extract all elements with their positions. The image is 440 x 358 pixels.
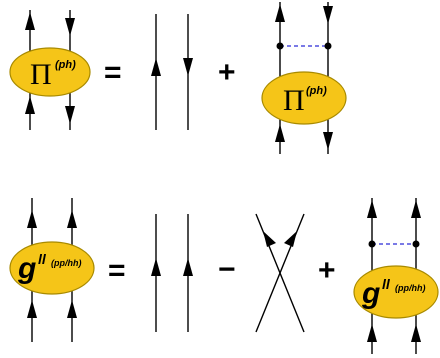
row1-lhs-blob — [9, 47, 91, 97]
row1-bare-down-arrow — [183, 58, 193, 76]
row1-lhs-pi-symbol: Π — [30, 58, 52, 91]
row1-rhs-left-top-arrow — [275, 4, 285, 22]
row1-rhs-pi-symbol: Π — [283, 84, 305, 117]
row1-lhs-pi-vertex: Π (ph) — [9, 10, 91, 130]
row1-rhs-left-bottom-arrow — [275, 124, 285, 142]
row2-exchange-arrow-b — [263, 231, 276, 247]
row1-rhs-blob — [261, 71, 347, 125]
row1-bare-propagators — [151, 14, 193, 130]
row2-lhs-left-bottom-arrow — [27, 300, 37, 318]
row2-plus-sign: + — [318, 254, 336, 287]
row1-lhs-right-bottom-arrow — [65, 106, 75, 124]
row1-lhs-left-bottom-arrow — [25, 96, 35, 114]
row2-rhs-ladder: g ll (pp/hh) — [353, 198, 439, 354]
row2-lhs-right-top-arrow — [67, 210, 77, 228]
row1-rhs-right-vertex-dot — [324, 42, 332, 50]
row2-exchange-propagators — [255, 213, 305, 333]
row1-lhs-right-top-arrow — [65, 18, 75, 36]
row2-rhs-g-superscript-sub: (pp/hh) — [395, 283, 426, 293]
row1-lhs-left-top-arrow — [25, 12, 35, 30]
row2-rhs-g-symbol: g — [361, 277, 380, 310]
row1-rhs-pi-superscript: (ph) — [306, 85, 327, 97]
row2-minus-sign: − — [218, 253, 236, 286]
row2-direct-left-arrow — [151, 258, 161, 276]
row2-equals-sign: = — [108, 254, 126, 287]
row2-rhs-left-top-arrow — [367, 200, 377, 218]
row1-rhs-left-vertex-dot — [276, 42, 284, 50]
row2-lhs-g-vertex: g ll (pp/hh) — [9, 198, 95, 342]
row2-lhs-left-top-arrow — [27, 210, 37, 228]
row1-bare-up-arrow — [151, 58, 161, 76]
row1-lhs-pi-superscript: (ph) — [55, 59, 76, 71]
row1-rhs-right-top-arrow — [323, 6, 333, 24]
row2-rhs-left-vertex-dot — [368, 240, 376, 248]
row2-rhs-right-top-arrow — [411, 200, 421, 218]
row2-rhs-blob — [353, 265, 439, 319]
row2-rhs-right-vertex-dot — [412, 240, 420, 248]
row1-equals-sign: = — [104, 56, 122, 89]
row2-lhs-right-bottom-arrow — [67, 300, 77, 318]
row2-lhs-blob — [9, 241, 95, 295]
row2-lhs-g-symbol: g — [17, 252, 36, 285]
row1-plus-sign: + — [218, 56, 236, 89]
row2-direct-right-arrow — [183, 258, 193, 276]
row2-direct-propagators — [151, 214, 193, 332]
row2-exchange-arrow-a — [284, 231, 297, 247]
row2-rhs-g-superscript: ll — [382, 276, 391, 292]
row1-rhs-ladder: Π (ph) — [261, 2, 347, 154]
row1-rhs-right-bottom-arrow — [323, 132, 333, 150]
row2-lhs-g-superscript-sub: (pp/hh) — [51, 258, 82, 268]
row2-lhs-g-superscript: ll — [38, 251, 47, 267]
row2-rhs-right-bottom-arrow — [411, 324, 421, 342]
row2-rhs-left-bottom-arrow — [367, 324, 377, 342]
